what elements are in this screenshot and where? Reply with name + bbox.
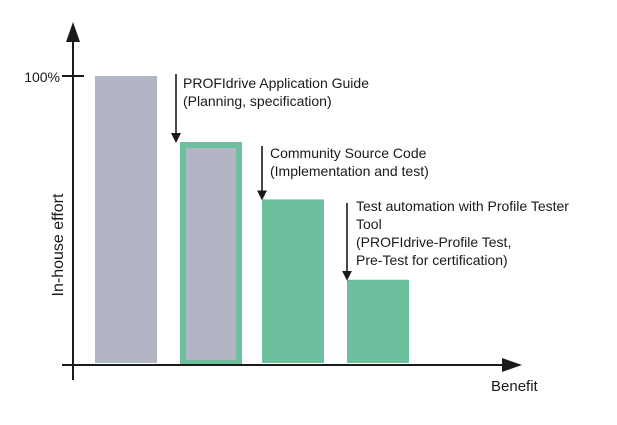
annotation-3-line-1: Test automation with Profile Tester	[356, 198, 569, 214]
annotation-3-line-4: Pre-Test for certification)	[356, 252, 508, 268]
annotation-3-line-3: (PROFIdrive-Profile Test,	[356, 234, 511, 250]
bar-2	[180, 142, 242, 366]
x-axis-arrow-icon	[502, 358, 522, 372]
bars	[95, 76, 409, 366]
annotation-2-line-2: (Implementation and test)	[270, 163, 429, 179]
bar-1	[95, 76, 157, 363]
annotation-3-line-2: Tool	[356, 216, 382, 232]
y-tick-label-100: 100%	[24, 69, 60, 85]
annotation-1-line-1: PROFIdrive Application Guide	[183, 75, 369, 91]
bar-4	[347, 279, 409, 363]
annotation-1-line-2: (Planning, specification)	[183, 93, 332, 109]
annotation-2-line-1: Community Source Code	[270, 145, 427, 161]
bar-3	[262, 199, 324, 363]
y-axis-label: In-house effort	[50, 193, 67, 296]
y-axis-arrow-icon	[66, 22, 80, 42]
annotations: PROFIdrive Application Guide (Planning, s…	[171, 74, 569, 281]
x-axis-label: Benefit	[491, 378, 539, 395]
